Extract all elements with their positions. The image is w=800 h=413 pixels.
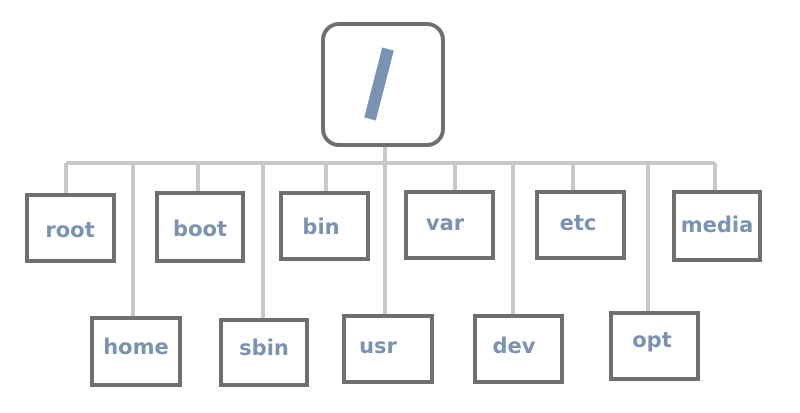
dir-box-usr <box>342 314 434 384</box>
dir-label-sbin: sbin <box>239 336 289 360</box>
dir-label-media: media <box>681 213 754 237</box>
dir-label-bin: bin <box>302 215 339 239</box>
dir-node-home: home <box>90 316 182 387</box>
dir-box-home <box>90 316 182 387</box>
dir-node-usr: usr <box>342 314 434 384</box>
dir-label-boot: boot <box>173 217 227 241</box>
dir-node-opt: opt <box>609 311 700 381</box>
dir-box-boot <box>155 191 245 263</box>
dir-node-bin: bin <box>279 191 370 261</box>
dir-node-boot: boot <box>155 191 245 263</box>
dir-box-opt <box>609 311 700 381</box>
dir-label-etc: etc <box>560 211 597 235</box>
dir-label-opt: opt <box>632 328 672 352</box>
dir-box-bin <box>279 191 370 261</box>
dir-label-dev: dev <box>493 334 536 358</box>
dir-label-var: var <box>426 211 465 235</box>
root-node: / <box>321 22 445 147</box>
dir-node-var: var <box>404 190 495 260</box>
dir-label-usr: usr <box>359 334 397 358</box>
dir-label-home: home <box>103 335 169 359</box>
connectors <box>64 145 717 320</box>
dir-box-etc <box>535 190 626 260</box>
dir-label-root: root <box>45 218 94 242</box>
dir-box-sbin <box>219 318 309 387</box>
dir-box-media <box>672 190 762 262</box>
dir-node-root: root <box>25 193 116 263</box>
dir-node-etc: etc <box>535 190 626 260</box>
root-slash-glyph <box>364 47 394 121</box>
dir-box-root <box>25 193 116 263</box>
dir-node-dev: dev <box>473 314 564 384</box>
dir-node-sbin: sbin <box>219 318 309 387</box>
dir-box-var <box>404 190 495 260</box>
dir-node-media: media <box>672 190 762 262</box>
dir-box-dev <box>473 314 564 384</box>
